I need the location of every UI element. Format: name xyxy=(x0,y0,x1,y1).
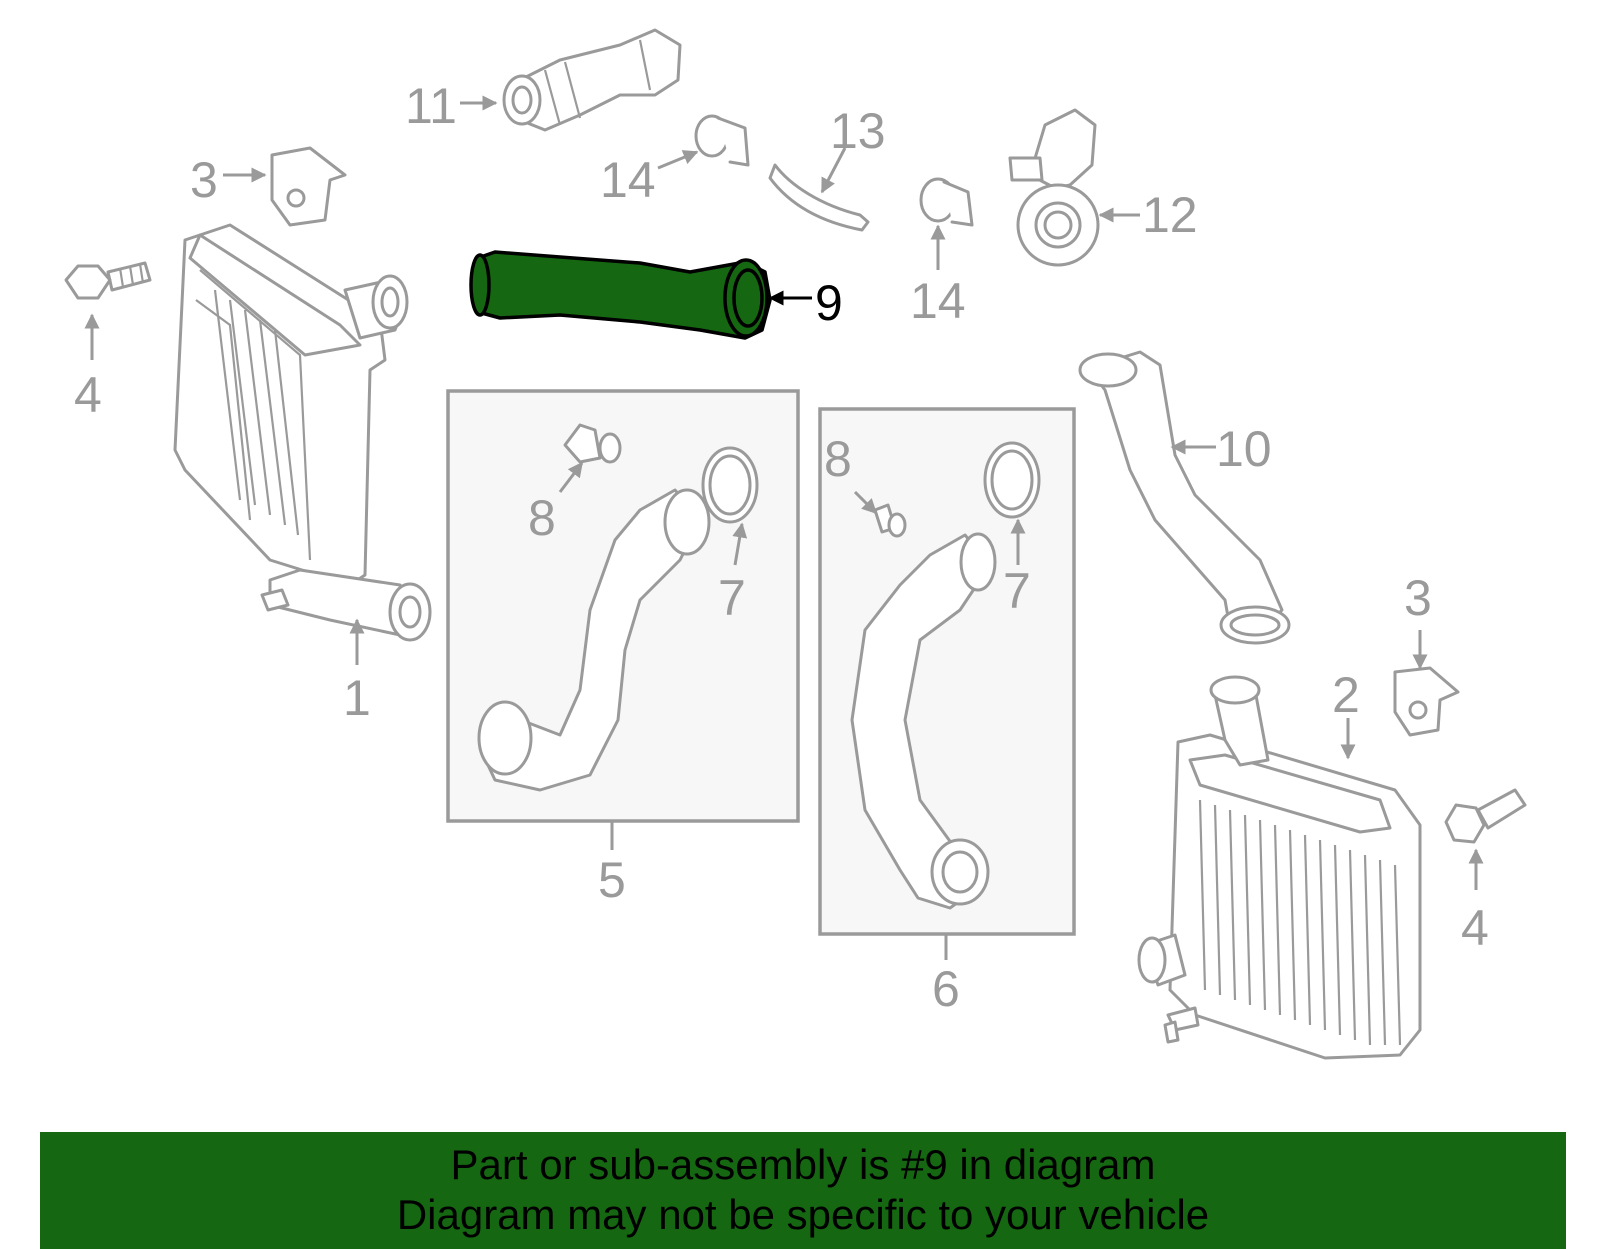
callout-13: 13 xyxy=(830,103,886,159)
parts-diagram: 11 3 14 13 12 14 4 9 10 8 7 8 7 1 2 3 4 … xyxy=(64,28,1527,1060)
callout-8-box6: 8 xyxy=(824,431,852,487)
callout-6: 6 xyxy=(932,961,960,1017)
callout-4-left: 4 xyxy=(74,367,102,423)
callout-10: 10 xyxy=(1216,421,1272,477)
part-8-fitting-box6 xyxy=(873,503,907,538)
banner-line-2: Diagram may not be specific to your vehi… xyxy=(396,1191,1210,1238)
part-10-pipe xyxy=(1078,350,1291,645)
callout-3-right: 3 xyxy=(1404,570,1432,626)
callout-5: 5 xyxy=(598,852,626,908)
callout-12: 12 xyxy=(1142,187,1198,243)
callout-8-box5: 8 xyxy=(528,490,556,546)
callout-1: 1 xyxy=(343,670,371,726)
part-12-housing xyxy=(1008,108,1100,267)
part-13-small-hose xyxy=(768,163,870,232)
info-banner: Part or sub-assembly is #9 in diagram Di… xyxy=(40,1132,1566,1249)
part-14-clamp-top xyxy=(694,114,750,167)
part-11-pipe xyxy=(502,28,682,132)
callout-2: 2 xyxy=(1332,667,1360,723)
callout-9: 9 xyxy=(815,275,843,331)
part-4-bolt-left xyxy=(64,261,152,300)
part-3-bracket-left xyxy=(270,146,347,227)
part-5-hose xyxy=(477,488,711,792)
part-9-hose-highlighted xyxy=(469,250,772,340)
part-2-intercooler-right xyxy=(1137,675,1422,1060)
part-14-clamp-right xyxy=(919,177,974,227)
part-3-bracket-right xyxy=(1393,666,1460,737)
part-8-fitting-box5 xyxy=(563,423,622,464)
callout-11: 11 xyxy=(405,78,457,134)
part-6-hose xyxy=(850,532,997,910)
callout-4-right: 4 xyxy=(1461,900,1489,956)
callout-14-right: 14 xyxy=(910,273,966,329)
callout-14-top: 14 xyxy=(600,152,656,208)
banner-line-1: Part or sub-assembly is #9 in diagram xyxy=(450,1141,1156,1188)
callout-3-left: 3 xyxy=(190,152,218,208)
part-4-bolt-right xyxy=(1444,788,1527,844)
part-7-oring-box6 xyxy=(983,441,1041,519)
part-1-intercooler-left xyxy=(173,223,432,642)
callout-7-box6: 7 xyxy=(1003,563,1031,619)
callout-7-box5: 7 xyxy=(718,570,746,626)
part-7-oring-box5 xyxy=(701,446,759,524)
